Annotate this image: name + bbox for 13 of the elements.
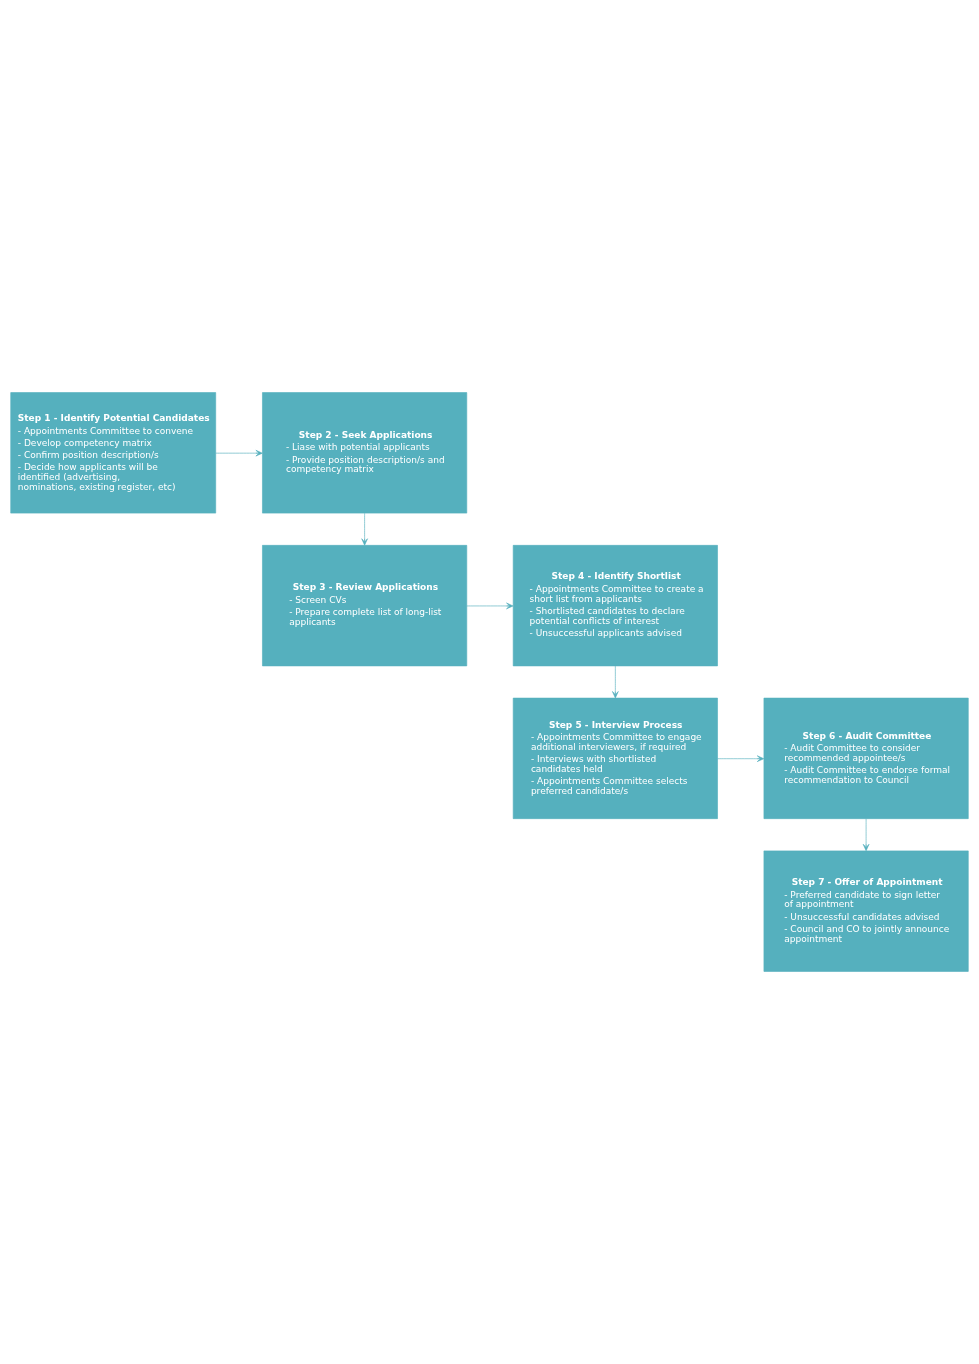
- arrow: [717, 755, 765, 762]
- arrow: [466, 602, 514, 610]
- node-box: Step 3 - Review Applications - Screen CVs - Prepare complete list of long-list applicants: [262, 545, 468, 667]
- arrow: [215, 449, 263, 457]
- arrow: [612, 665, 619, 699]
- arrow: [361, 512, 368, 546]
- node-box: Step 7 - Offer of Appointment - Preferred candidate to sign letter of appointment - Unsuccessful candidates advised - Council and CO to jointly announce appointment: [763, 850, 969, 972]
- node-box: Step 5 - Interview Process - Appointments Committee to engage additional interviewers, if required - Interviews with shortlisted candidates held - Appointments Committee selects preferred candidate/s: [512, 697, 718, 819]
- node-box: Step 4 - Identify Shortlist - Appointments Committee to create a short list from applicants - Shortlisted candidates to declare potential conflicts of interest - Unsuccessful applicants advised: [512, 545, 718, 667]
- node-box: Step 2 - Seek Applications - Liase with potential applicants - Provide position description/s and competency matrix: [262, 392, 468, 514]
- node-box: Step 6 - Audit Committee - Audit Committee to consider recommended appointee/s - Audit Committee to endorse formal recommendation to Council: [763, 697, 969, 819]
- node-box: Step 1 - Identify Potential Candidates - Appointments Committee to convene - Develop competency matrix - Confirm position description/s - Decide how applicants will be identified (advertising, nominations, existing register, etc): [10, 392, 217, 514]
- arrow: [862, 818, 870, 852]
